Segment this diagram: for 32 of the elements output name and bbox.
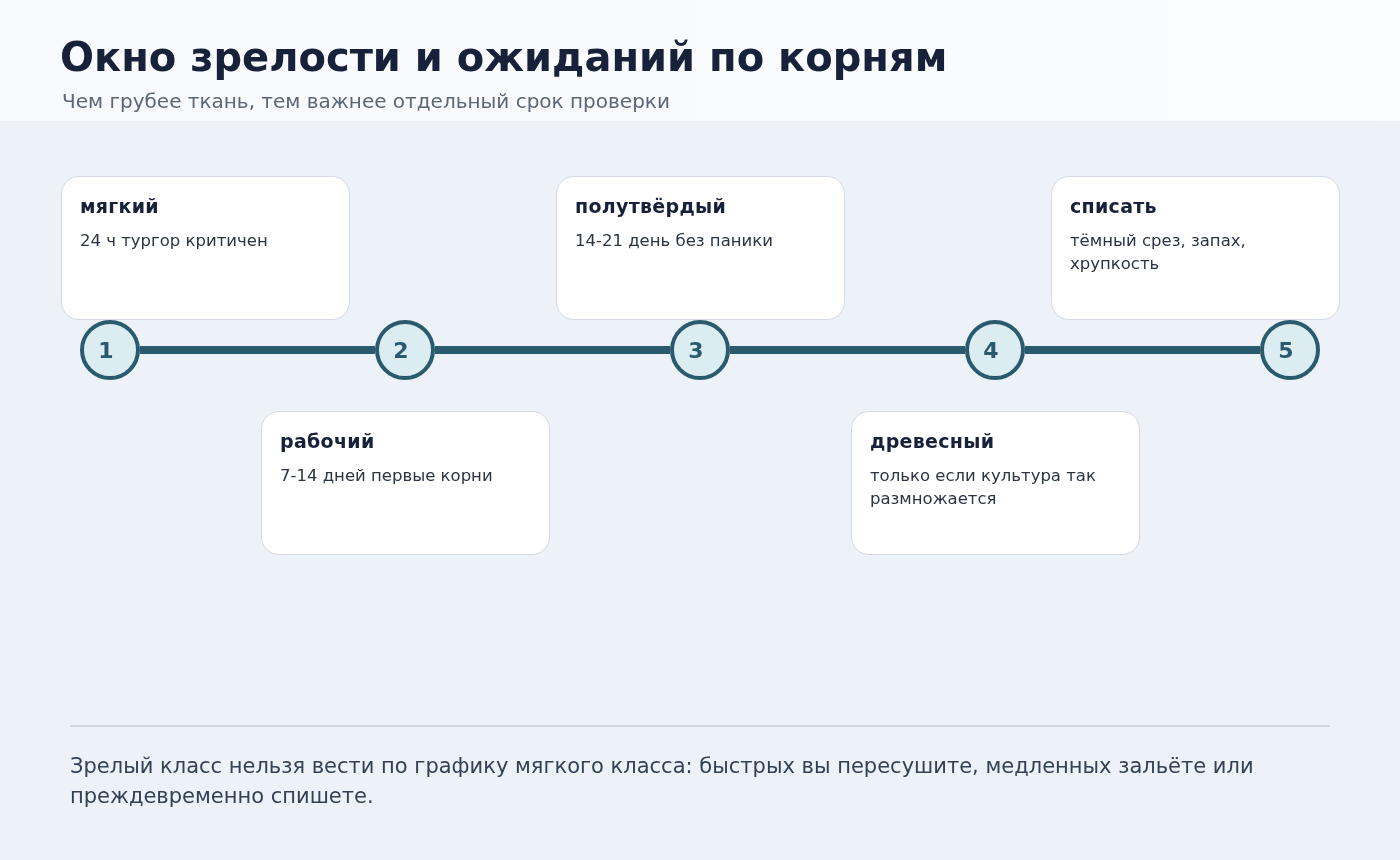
stage-heading: рабочий bbox=[280, 430, 376, 452]
step-number: 3 bbox=[688, 337, 704, 363]
stage-description: 24 ч тургор критичен bbox=[80, 230, 269, 252]
stage-card bbox=[261, 411, 550, 555]
stage-card bbox=[556, 176, 845, 320]
timeline-connector bbox=[1025, 346, 1260, 354]
stage-heading: полутвёрдый bbox=[575, 195, 728, 217]
step-circle bbox=[1260, 320, 1320, 380]
timeline-connector bbox=[730, 346, 965, 354]
caption: Зрелый класс нельзя вести по графику мягкого класса: быстрых вы пересушите, медленных зальёте или преждевременно спишете. bbox=[70, 753, 1255, 810]
timeline-connector bbox=[435, 346, 670, 354]
stage-card bbox=[61, 176, 350, 320]
step-circle bbox=[80, 320, 140, 380]
timeline-connector bbox=[140, 346, 375, 354]
subtitle: Чем грубее ткань, тем важнее отдельный срок проверки bbox=[62, 89, 670, 113]
title: Окно зрелости и ожиданий по корням bbox=[60, 34, 948, 80]
stage-heading: списать bbox=[1070, 195, 1158, 217]
stage-heading: древесный bbox=[870, 430, 996, 452]
stage-description: 14-21 день без паники bbox=[575, 230, 774, 252]
stage-description: только если культура так размножается bbox=[870, 465, 1097, 510]
step-circle bbox=[670, 320, 730, 380]
stage-description: тёмный срез, запах, хрупкость bbox=[1070, 230, 1247, 275]
step-number: 2 bbox=[393, 337, 409, 363]
step-circle bbox=[375, 320, 435, 380]
step-circle bbox=[965, 320, 1025, 380]
stage-heading: мягкий bbox=[80, 195, 160, 217]
stage-description: 7-14 дней первые корни bbox=[280, 465, 494, 487]
step-number: 4 bbox=[983, 337, 999, 363]
stage-card bbox=[1051, 176, 1340, 320]
step-number: 5 bbox=[1278, 337, 1294, 363]
stage-card bbox=[851, 411, 1140, 555]
step-number: 1 bbox=[98, 337, 114, 363]
